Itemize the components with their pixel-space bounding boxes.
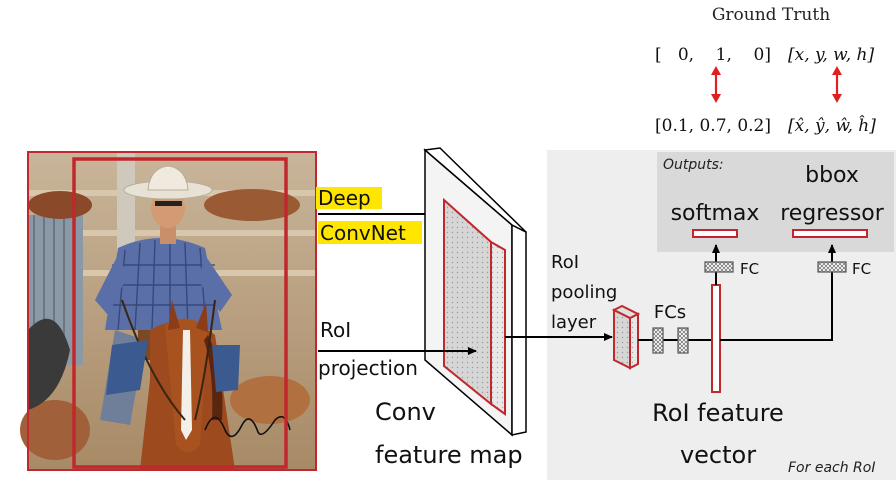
fc-bbox-label: FC <box>852 260 871 278</box>
roi-pooling-label-1: RoI <box>551 252 579 273</box>
fc-softmax-label: FC <box>740 260 759 278</box>
predicted-bbox-vector: [x̂, ŷ, ŵ, ĥ] <box>788 115 876 136</box>
bbox-branch-line <box>720 244 836 341</box>
fc-layer-1 <box>652 327 664 354</box>
roi-pooling-label-3: layer <box>551 312 597 333</box>
softmax-label: softmax <box>671 201 760 226</box>
ground-truth-class-vector: [ 0, 1, 0] <box>655 45 771 65</box>
ground-truth-bbox-vector: [x, y, w, h] <box>788 45 874 65</box>
projection-label: projection <box>318 356 418 380</box>
roi-label: RoI <box>320 318 351 342</box>
deep-highlight <box>316 187 382 209</box>
predicted-class-vector: [0.1, 0.7, 0.2] <box>655 116 771 136</box>
roi-feature-label: RoI feature <box>652 399 784 427</box>
conv-label: Conv <box>375 398 436 426</box>
ground-truth-title: Ground Truth <box>712 5 830 25</box>
feature-map-label: feature map <box>375 441 523 469</box>
fc-layer-2 <box>677 327 689 354</box>
roi-pooling-label-2: pooling <box>551 282 617 303</box>
regressor-label: regressor <box>780 201 885 226</box>
outputs-label: Outputs: <box>663 157 724 173</box>
fc-softmax-box <box>704 261 734 273</box>
bbox-label: bbox <box>805 163 859 188</box>
ground-truth-block: Ground Truth [ 0, 1, 0] [x, y, w, h] [0.… <box>655 5 876 136</box>
roi-pooling-block <box>611 304 641 370</box>
fcs-label: FCs <box>654 302 686 323</box>
roi-feature-vector-bar <box>711 284 721 393</box>
softmax-output-bar <box>692 229 738 238</box>
bbox-output-bar <box>792 229 868 238</box>
photo-frame <box>27 151 317 471</box>
roi-box <box>72 157 288 469</box>
convnet-label: ConvNet <box>320 221 406 245</box>
input-photo <box>20 152 316 470</box>
deep-label: Deep <box>318 186 371 210</box>
fc-bbox-box <box>817 261 847 273</box>
conv-feature-map <box>423 147 527 437</box>
convnet-highlight <box>318 221 422 244</box>
vector-label: vector <box>680 441 756 469</box>
for-each-roi-label: For each RoI <box>788 460 875 476</box>
